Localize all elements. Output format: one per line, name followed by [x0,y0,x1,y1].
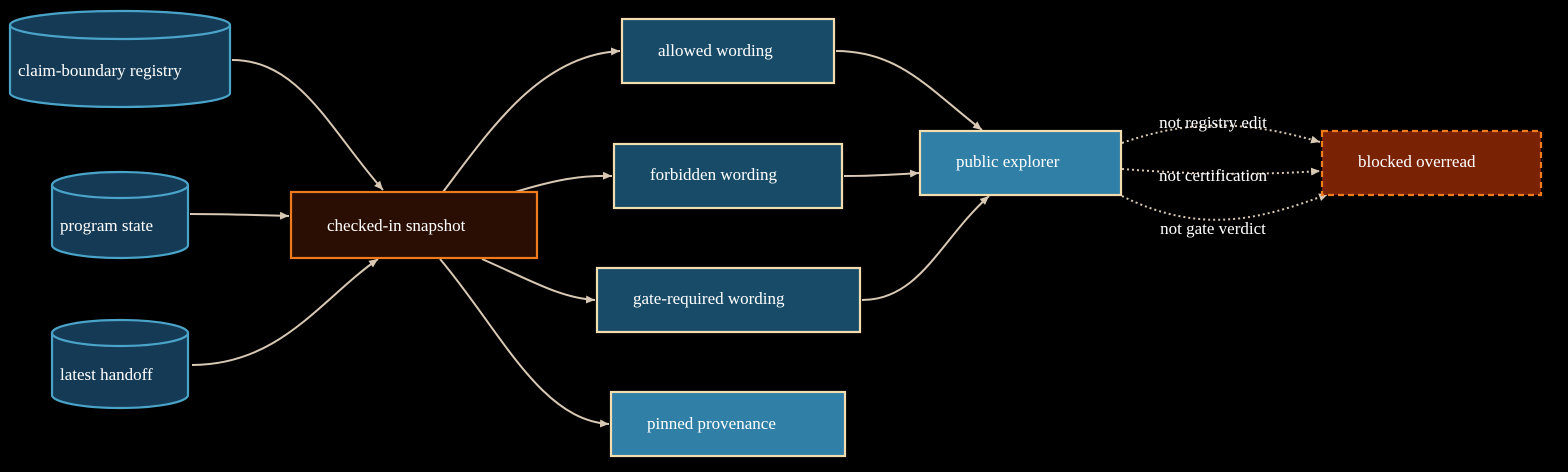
node-checked-in-snapshot[interactable]: checked-in snapshot [289,190,539,260]
registry-cylinder [10,25,230,107]
node-gate-required-wording[interactable]: gate-required wording [595,266,862,334]
edge-label-not-registry-edit: not registry edit [1159,113,1267,132]
edge-latest-handoff-to-snapshot [191,258,379,366]
latest-handoff-label: latest handoff [60,365,153,384]
allowed-box [622,19,834,83]
node-forbidden-wording[interactable]: forbidden wording [612,142,844,210]
registry-cylinder-top-outline [8,9,232,41]
explorer-box-outline [918,129,1123,197]
edge-explorer-to-blocked-certification [1121,167,1321,176]
node-latest-handoff[interactable]: latest handoff [50,318,190,410]
allowed-box-outline [620,17,836,85]
program-state-label: program state [60,216,153,235]
program-state-cylinder-outline [50,185,190,260]
program-state-cylinder [52,185,188,258]
snapshot-label: checked-in snapshot [327,216,466,235]
node-allowed-wording[interactable]: allowed wording [620,17,836,85]
latest-handoff-cylinder [52,333,188,408]
edge-registry-to-snapshot [231,59,384,191]
edge-label-not-certification: not certification [1159,166,1268,185]
node-claim-boundary-registry[interactable]: claim-boundary registry [8,9,232,109]
snapshot-box-outline [289,190,539,260]
node-blocked-overread[interactable]: blocked overread [1320,129,1543,197]
edge-snapshot-to-allowed [442,47,621,193]
registry-cylinder-outline [8,25,232,109]
edge-labels: not registry edit not certification not … [1159,113,1268,238]
provenance-label: pinned provenance [647,414,776,433]
gate-required-box [597,268,860,332]
program-state-cylinder-top-outline [50,170,190,200]
snapshot-box [291,192,537,258]
program-state-cylinder-top [52,172,188,198]
allowed-label: allowed wording [658,41,773,60]
node-pinned-provenance[interactable]: pinned provenance [609,390,847,458]
edges [189,47,1329,428]
blocked-box [1322,131,1541,195]
edge-gate-required-to-explorer [861,195,990,301]
forbidden-box [614,144,842,208]
latest-handoff-cylinder-top-outline [50,318,190,348]
node-public-explorer[interactable]: public explorer [918,129,1123,197]
edge-forbidden-to-explorer [843,169,920,178]
gate-required-box-outline [595,266,862,334]
node-program-state[interactable]: program state [50,170,190,260]
registry-label: claim-boundary registry [18,61,182,80]
provenance-box-outline [609,390,847,458]
registry-cylinder-top [10,11,230,39]
edge-explorer-to-blocked-gate-verdict [1121,193,1329,221]
edge-snapshot-to-forbidden [514,171,613,193]
explorer-label: public explorer [956,152,1060,171]
forbidden-label: forbidden wording [650,165,778,184]
edge-allowed-to-explorer [835,50,983,131]
latest-handoff-cylinder-outline [50,333,190,410]
explorer-box [920,131,1121,195]
edge-snapshot-to-provenance [439,258,610,428]
latest-handoff-cylinder-top [52,320,188,346]
edge-program-state-to-snapshot [189,211,290,220]
edge-snapshot-to-gate-required [481,258,596,304]
edge-label-not-gate-verdict: not gate verdict [1160,219,1266,238]
forbidden-box-outline [612,142,844,210]
blocked-label: blocked overread [1358,152,1476,171]
provenance-box [611,392,845,456]
gate-required-label: gate-required wording [633,289,785,308]
blocked-box-outline [1320,129,1543,197]
